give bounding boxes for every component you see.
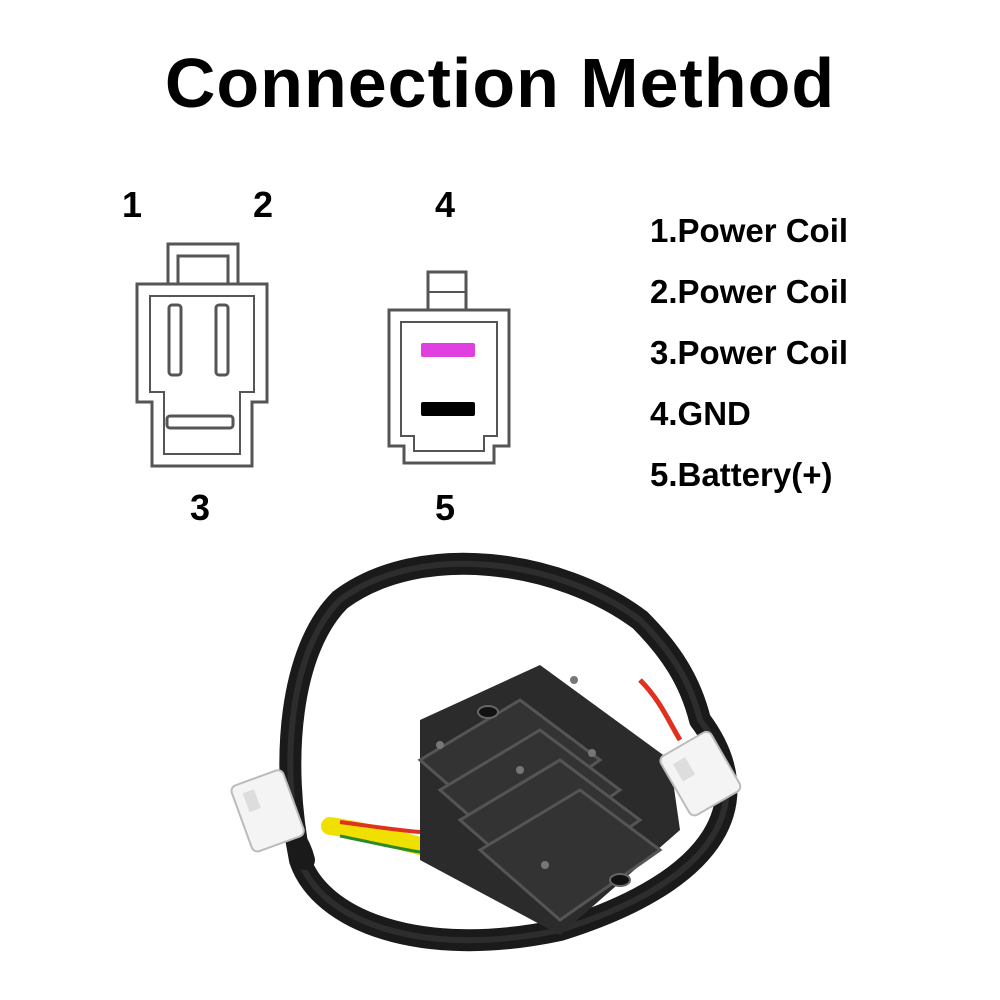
connector-b-icon — [387, 270, 511, 465]
legend-item-1: 1.Power Coil — [650, 212, 849, 249]
pin-5-terminal — [421, 402, 475, 416]
pin-legend: 1.Power Coil 2.Power Coil 3.Power Coil 4… — [650, 200, 848, 505]
pin-label-1: 1 — [121, 184, 143, 225]
pin-label-2: 2 — [252, 184, 274, 225]
legend-item-4: 4.GND — [650, 395, 751, 432]
regulator-rectifier-icon — [230, 552, 742, 952]
pin-label-3: 3 — [189, 487, 211, 528]
legend-item-3: 3.Power Coil — [650, 334, 849, 371]
page-title: Connection Method — [164, 44, 836, 122]
pin-label-5: 5 — [434, 487, 456, 528]
legend-item-5: 5.Battery(+) — [650, 456, 833, 493]
pin-label-4: 4 — [434, 184, 456, 225]
pin-4-terminal — [421, 343, 475, 357]
connector-a-icon — [135, 242, 269, 468]
legend-item-2: 2.Power Coil — [650, 273, 849, 310]
